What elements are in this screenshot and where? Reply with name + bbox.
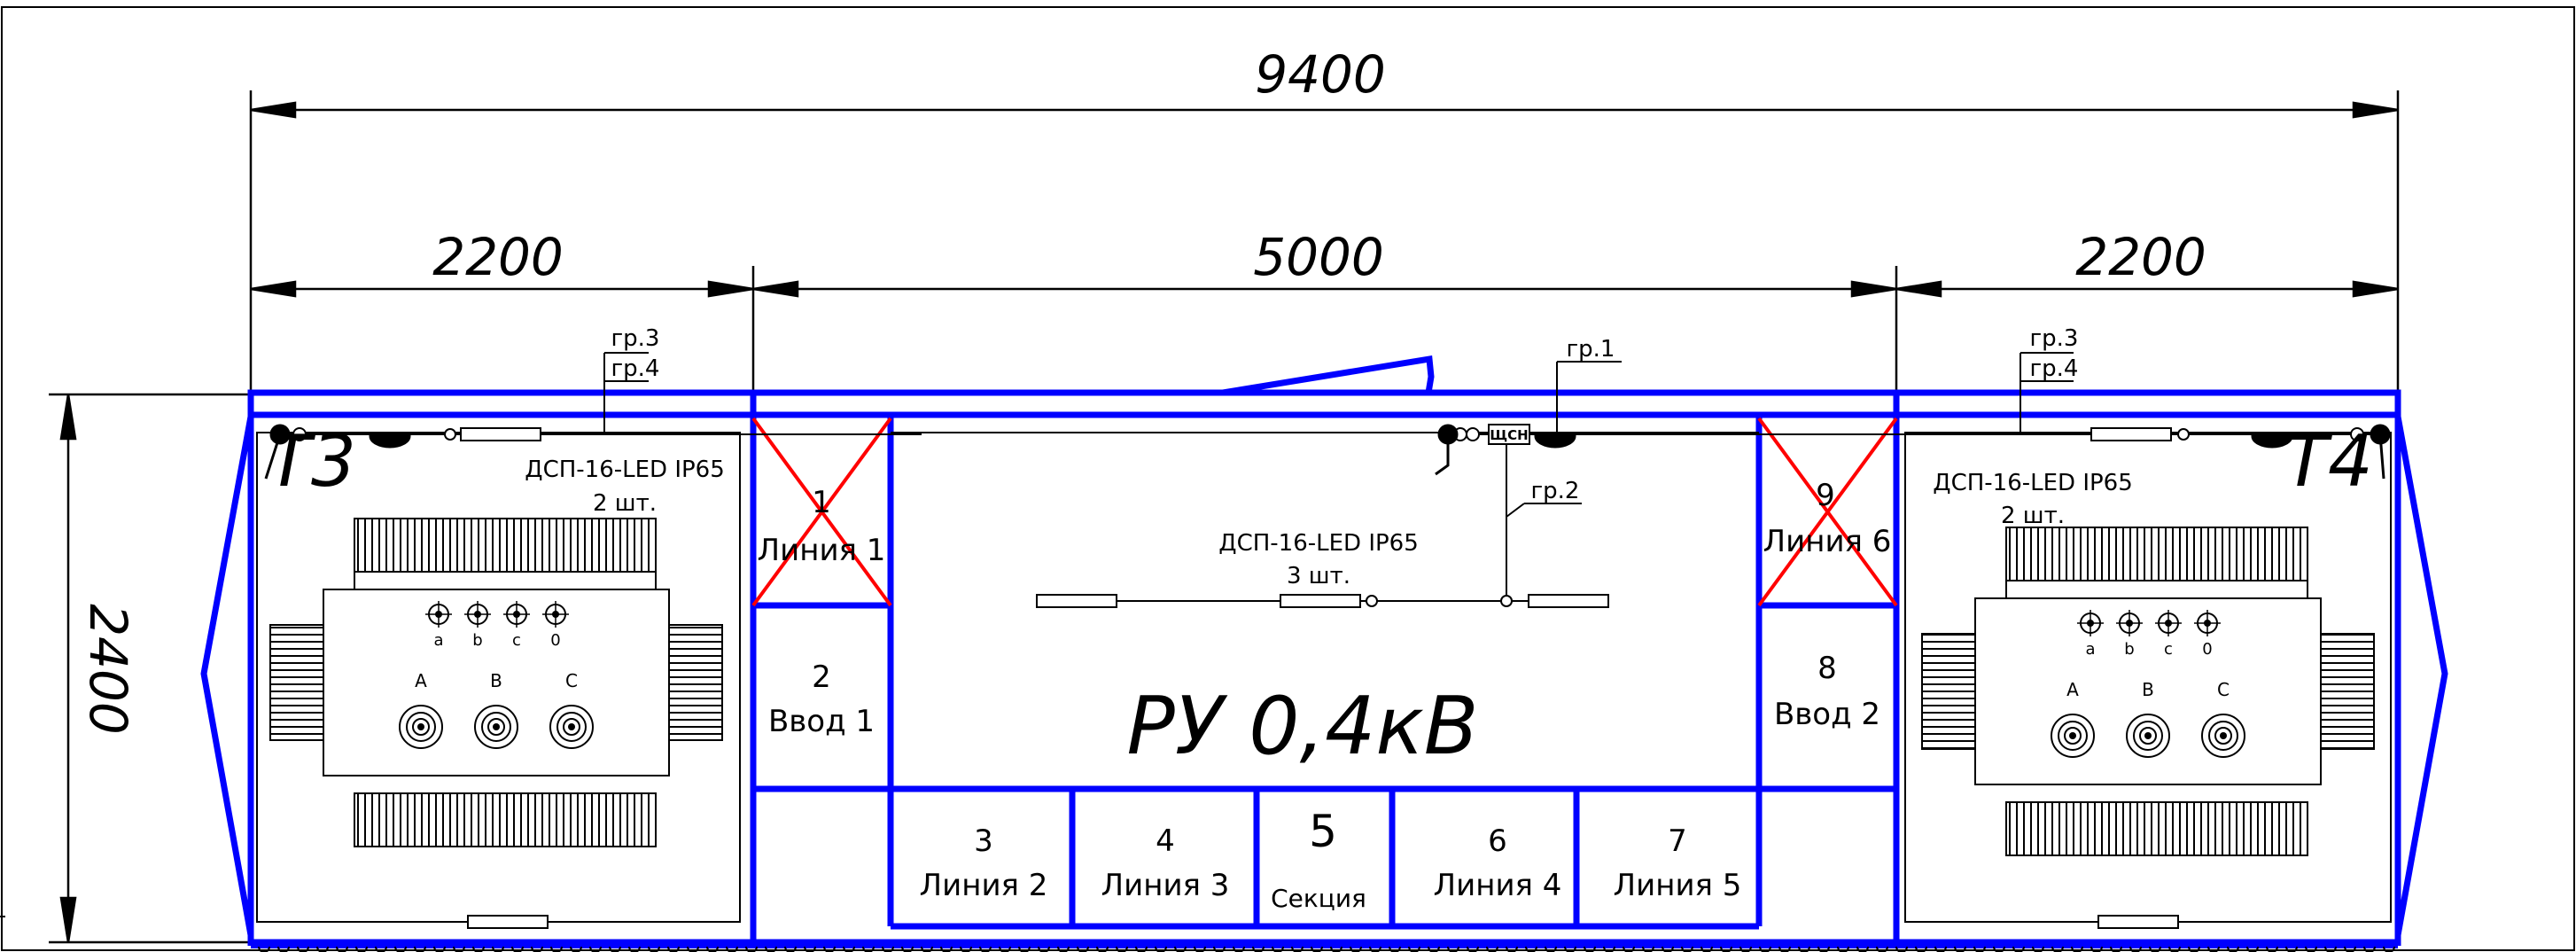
cell-9-name: Линия 6 [1763,524,1892,559]
t4-bushing-С [2220,732,2227,739]
dim-height-label: 2400 [78,604,138,735]
cell-3-number: 3 [974,823,993,859]
fixture-center-2 [1280,594,1361,608]
t3-phase-label: А [415,670,427,691]
transformer-t3-label: Т3 [268,420,356,503]
right-group4-label: гр.4 [2030,355,2079,382]
t4-fins-top [2005,527,2308,581]
cell-7-number: 7 [1668,823,1687,859]
drawing-frame [1,6,2575,951]
left-fixture-qty: 2 шт. [593,490,657,517]
cell-2-number: 2 [812,659,831,695]
t4-terminal-label: с [2164,640,2173,659]
t3-bushing-С [568,723,575,730]
bottom-fringe [251,945,2398,952]
fixture-left [460,427,541,441]
cell-3-name: Линия 2 [920,868,1048,903]
cell-8-name: Ввод 2 [1774,697,1880,732]
fixture-bottom-left [467,915,549,929]
cell-7-name: Линия 5 [1614,868,1742,903]
t3-phase-label: С [565,670,578,691]
right-fixture-qty: 2 шт. [2001,503,2065,529]
t3-bushing-В [493,723,500,730]
center-group1-label: гр.1 [1567,336,1615,363]
cell-5-number: 5 [1309,806,1337,857]
fixture-bottom-right [2097,915,2179,929]
t4-fins-bottom [2005,801,2308,856]
t3-fins-left [269,624,324,741]
cell-5-name: Секция [1271,884,1366,913]
t4-fins-right [2320,633,2375,750]
t4-phase-label: А [2066,679,2079,700]
fixture-right [2090,427,2172,441]
cell-8-number: 8 [1817,651,1837,686]
transformer-t3: а b с 0А В С [269,518,723,847]
crossed-cells [751,417,1898,607]
dimension-lines [49,90,2400,944]
fixture-center-3 [1528,594,1609,608]
t4-terminal-label: 0 [2202,640,2212,659]
t3-bushing-А [417,723,424,730]
cell-1-number: 1 [812,485,831,520]
t3-fins-right [668,624,723,741]
left-group3-label: гр.3 [611,325,660,352]
t3-terminal-label: 0 [550,631,560,650]
shsn-panel-label: ЩСН [1490,427,1528,443]
cell-9-number: 9 [1816,478,1835,513]
fixture-center-1 [1036,594,1117,608]
transformer-t4-label: Т4 [2284,420,2373,503]
t4-fins-left [1921,633,1976,750]
t4-bushing-В [2144,732,2152,739]
t3-terminal-label: b [472,631,482,650]
cell-1-name: Линия 1 [758,533,886,568]
t4-phase-label: В [2142,679,2154,700]
right-fixture-type: ДСП-16-LED IP65 [1933,470,2133,496]
t3-fins-top [354,518,657,573]
t3-terminal-label: с [512,631,521,650]
t4-bushing-А [2069,732,2076,739]
center-fixture-type: ДСП-16-LED IP65 [1218,530,1419,557]
cell-4-name: Линия 3 [1101,868,1230,903]
cell-6-number: 6 [1488,823,1507,859]
switches [264,424,2391,480]
dim-middle-label: 5000 [1253,227,1384,287]
t4-phase-label: С [2217,679,2230,700]
right-group3-label: гр.3 [2030,325,2079,352]
dim-left-label: 2200 [432,227,564,287]
t4-terminal-label: b [2124,640,2134,659]
cell-4-number: 4 [1156,823,1175,859]
center-fixture-qty: 3 шт. [1287,563,1350,589]
dim-right-label: 2200 [2075,227,2206,287]
switchgear-cells: 1 Линия 1 2 Ввод 1 3 Линия 2 4 Линия 3 5… [758,478,1892,913]
lighting-labels: гр.3 гр.4 гр.3 гр.4 гр.1 гр.2 ДСП-16-LED… [525,325,2133,589]
center-group2-label: гр.2 [1531,478,1580,504]
switchgear-title: РУ 0,4кВ [1127,680,1479,773]
t3-terminal-label: а [433,631,443,650]
t4-terminal-label: а [2085,640,2095,659]
light-fixtures: ЩСН [292,424,2364,929]
left-group4-label: гр.4 [611,355,660,382]
t3-phase-label: В [490,670,502,691]
left-fixture-type: ДСП-16-LED IP65 [525,456,725,483]
cell-6-name: Линия 4 [1434,868,1562,903]
t3-fins-bottom [354,792,657,847]
dim-overall-label: 9400 [1255,44,1386,105]
transformer-t4: а b с 0А В С [1921,527,2375,856]
cell-2-name: Ввод 1 [768,704,875,739]
building-walls [200,355,2448,946]
